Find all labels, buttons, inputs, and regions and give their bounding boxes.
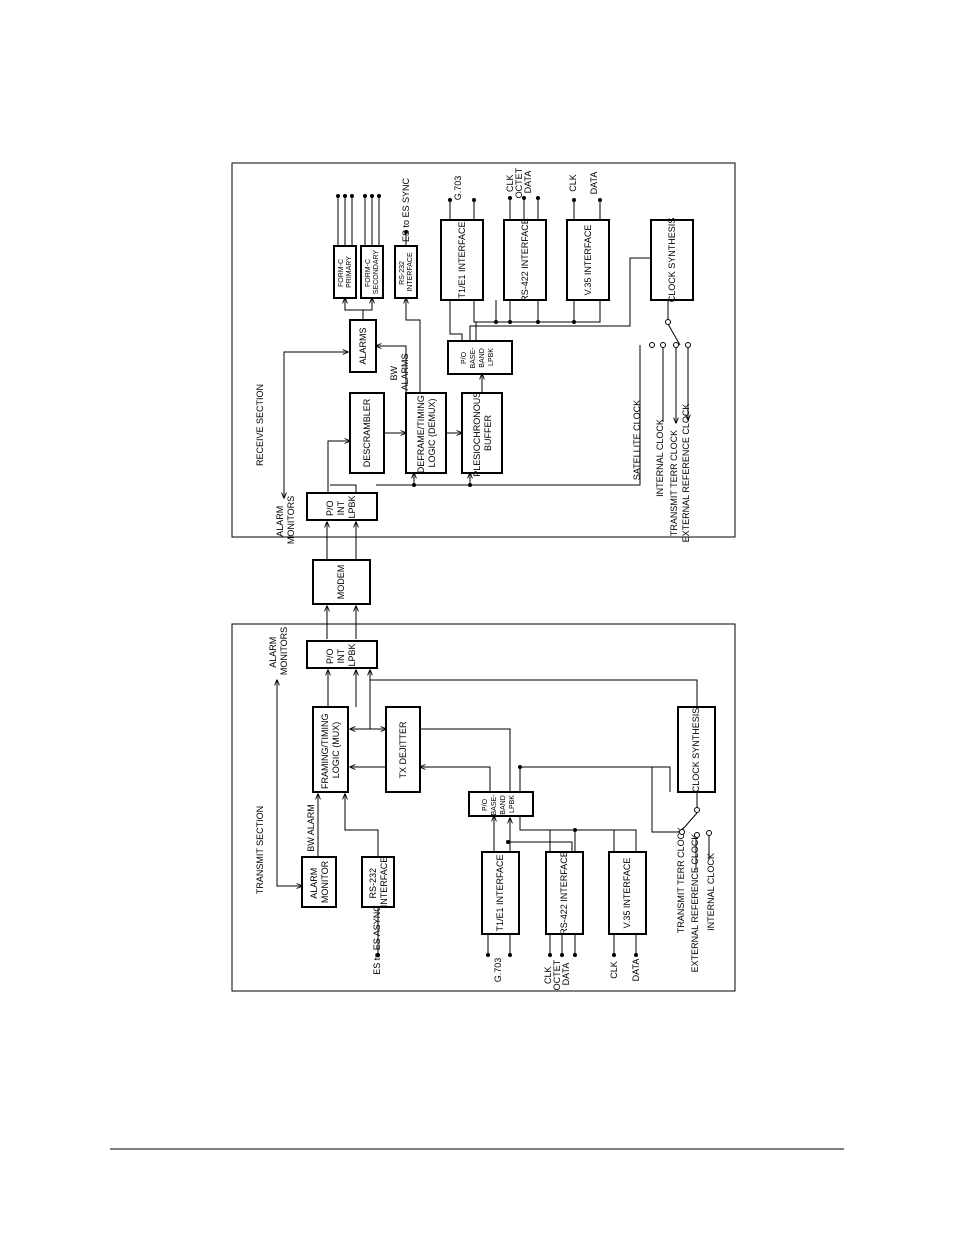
rx-bw-alarms-label: BW ALARMS [389,353,410,390]
receive-section-frame [231,162,736,538]
rx-transmit-terr-clock-label: TRANSMIT TERR CLOCK [669,430,679,536]
rx-wiring [327,194,691,493]
svg-text:PLESIOCHRONOUS BUFFER: PLESIOCHRONOUS BUFFER [472,389,493,477]
svg-text:FORM-C PRIMARY: FORM-C PRIMARY [338,256,353,288]
tx-wiring [277,670,712,957]
svg-text:RS-232 INTERFACE: RS-232 INTERFACE [368,857,389,908]
svg-text:RS-422 INTERFACE: RS-422 INTERFACE [520,218,530,302]
tx-clock-synthesis-block: CLOCK SYNTHESIS [677,706,716,793]
svg-text:MODEM: MODEM [336,565,346,600]
rx-external-reference-clock-label: EXTERNAL REFERENCE CLOCK [681,404,691,543]
rx-po-int-lpbk-block: P/O INT LPBK [306,492,378,521]
rx-data-label: DATA [589,172,599,195]
tx-po-baseband-lpbk-block: P/O BASE- BAND LPBK [468,791,534,817]
svg-text:T1/E1 INTERFACE: T1/E1 INTERFACE [495,854,505,931]
svg-text:DESCRAMBLER: DESCRAMBLER [362,398,372,467]
tx-clk-octet-data-label: CLK OCTET DATA [543,958,571,991]
rx-es-sync-label: ES to ES SYNC [401,177,411,242]
svg-text:FRAMING/TIMING LOGIC (MU: FRAMING/TIMING LOGIC (MUX) [320,711,341,789]
svg-text:CLOCK SYNTHESIS: CLOCK SYNTHESIS [691,708,701,793]
tx-es-async-label: ES to ES ASYNC [372,905,382,975]
tx-external-reference-clock-label: EXTERNAL REFERENCE CLOCK [690,834,700,973]
modem-block: MODEM [312,559,371,605]
svg-text:ALARM MONITOR: ALARM MONITOR [309,860,330,903]
tx-po-int-lpbk-block: P/O INT LPBK [306,640,378,669]
tx-v35-interface-block: V.35 INTERFACE [608,851,647,935]
rx-formc-primary-block: FORM-C PRIMARY [333,245,357,299]
rx-g703-label: G.703 [453,176,463,201]
rx-t1e1-interface-block: T1/E1 INTERFACE [440,219,484,301]
tx-t1e1-interface-block: T1/E1 INTERFACE [481,851,520,935]
svg-text:TX DEJITTER: TX DEJITTER [398,721,408,779]
tx-dejitter-block: TX DEJITTER [385,706,421,793]
rx-rs422-interface-block: RS-422 INTERFACE [503,218,547,302]
svg-text:ALARMS: ALARMS [358,327,368,364]
svg-text:V.35 INTERFACE: V.35 INTERFACE [622,858,632,929]
tx-rs422-interface-block: RS-422 INTERFACE [545,851,584,935]
svg-text:DEFRAME/TIMING LOGIC (DE: DEFRAME/TIMING LOGIC (DEMUX) [416,393,437,474]
rx-formc-secondary-block: FORM-C SECONDARY [360,245,384,299]
rx-descrambler-block: DESCRAMBLER [349,392,385,474]
svg-text:CLOCK SYNTHESIS: CLOCK SYNTHESIS [667,218,677,303]
tx-data-label: DATA [631,959,641,982]
rx-satellite-clock-label: SATELLITE CLOCK [632,400,642,480]
rx-plesiochronous-buffer-block: PLESIOCHRONOUS BUFFER [461,389,503,477]
rx-clk-label: CLK [568,174,578,192]
rx-clk-octet-data-label: CLK OCTET DATA [505,166,533,199]
tx-rs232-interface-block: RS-232 INTERFACE [361,856,395,908]
tx-alarm-monitor-block: ALARM MONITOR [301,856,337,908]
tx-framing-timing-block: FRAMING/TIMING LOGIC (MUX) [312,706,349,793]
receive-section-title: RECEIVE SECTION [255,384,265,466]
tx-clk-label: CLK [609,961,619,979]
rx-rs232-interface-block: RS-232 INTERFACE [394,245,418,299]
svg-text:P/O BASE- BAND: P/O BASE- BAND LPBK [461,346,495,369]
rx-v35-interface-block: V.35 INTERFACE [566,219,610,301]
svg-text:RS-232 INTERFACE: RS-232 INTERFACE [399,252,414,292]
tx-bw-alarm-label: BW ALARM [306,804,316,852]
rx-alarm-monitors-label: ALARM MONITORS [275,496,296,544]
svg-text:P/O INT LPBK: P/O INT LPBK [325,643,357,666]
transmit-section-title: TRANSMIT SECTION [255,806,265,894]
svg-text:V.35 INTERFACE: V.35 INTERFACE [583,225,593,296]
rx-deframe-timing-block: DEFRAME/TIMING LOGIC (DEMUX) [405,392,447,474]
svg-text:P/O INT LPBK: P/O INT LPBK [325,495,357,518]
svg-text:FORM-C SECONDARY: FORM-C SECONDARY [365,250,380,295]
rx-clock-synthesis-block: CLOCK SYNTHESIS [650,218,694,303]
tx-g703-label: G.703 [493,958,503,983]
transmit-section-frame [231,623,736,992]
tx-internal-clock-label: INTERNAL CLOCK [706,853,716,931]
tx-transmit-terr-clock-label: TRANSMIT TERR CLOCK [676,827,686,933]
svg-text:T1/E1 INTERFACE: T1/E1 INTERFACE [457,221,467,298]
modem-wiring [327,522,356,639]
rx-internal-clock-label: INTERNAL CLOCK [655,419,665,497]
rx-po-baseband-lpbk-block: P/O BASE- BAND LPBK [447,340,513,375]
svg-text:P/O BASE- BAND: P/O BASE- BAND LPBK [482,793,516,816]
svg-text:RS-422 INTERFACE: RS-422 INTERFACE [559,851,569,935]
rx-alarms-block: ALARMS [349,319,377,373]
tx-alarm-monitors-label: ALARM MONITORS [268,627,289,675]
